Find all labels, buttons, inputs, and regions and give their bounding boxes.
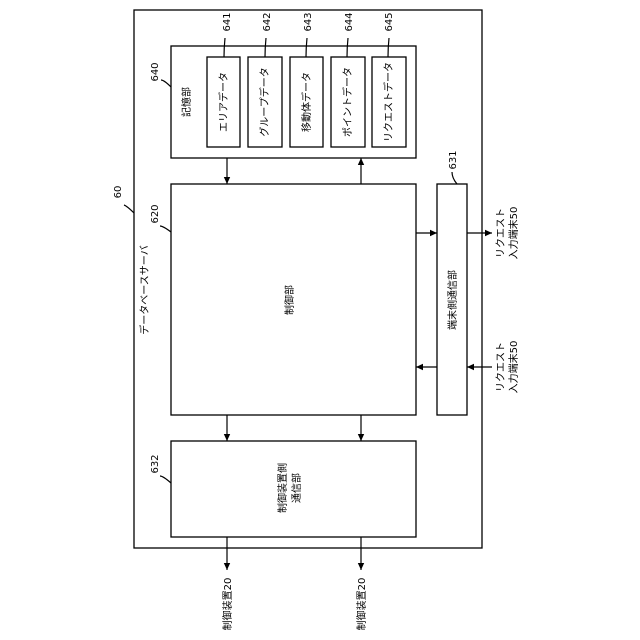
terminal-comm-unit-ref: 631: [448, 150, 459, 169]
database-server-ref: 60: [113, 186, 124, 199]
control-device-1-label: 制御装置20: [221, 578, 234, 631]
request-terminal-out-line1: リクエスト: [495, 208, 507, 258]
control-unit-label: 制御部: [283, 285, 296, 315]
request-terminal-out-line2: 入力端末50: [507, 207, 520, 260]
area-data-ref: 641: [222, 12, 233, 31]
mobile-body-data-label: 移動体データ: [300, 72, 313, 132]
device-comm-unit-ref: 632: [150, 454, 161, 473]
control-unit-ref: 620: [150, 204, 161, 223]
point-data-ref: 644: [344, 12, 355, 31]
area-data-label: エリアデータ: [217, 72, 230, 132]
group-data-label: グループデータ: [258, 67, 271, 136]
request-data-label: リクエストデータ: [382, 62, 395, 142]
request-terminal-in-line2: 入力端末50: [507, 341, 520, 394]
device-comm-unit-label-line2: 通信部: [290, 473, 303, 503]
terminal-comm-unit-label: 端末側通信部: [446, 270, 459, 330]
storage-unit-ref: 640: [150, 62, 161, 81]
database-server-leader: [124, 205, 134, 213]
request-data-ref: 645: [384, 12, 395, 31]
request-terminal-in-line1: リクエスト: [495, 342, 507, 392]
control-device-2-label: 制御装置20: [355, 578, 368, 631]
device-comm-unit-label-line1: 制御装置側: [276, 463, 289, 513]
storage-unit-label: 記憶部: [180, 87, 193, 117]
mobile-body-data-ref: 643: [303, 12, 314, 31]
point-data-label: ポイントデータ: [341, 67, 354, 137]
database-server-label: データベースサーバ: [138, 245, 151, 334]
group-data-ref: 642: [262, 12, 273, 31]
